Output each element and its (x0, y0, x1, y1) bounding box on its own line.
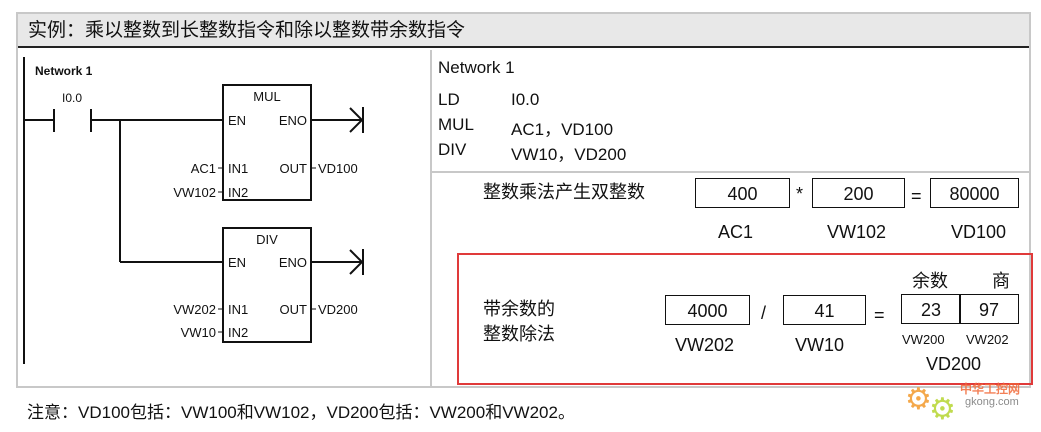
mul-equals: = (911, 186, 922, 206)
div-out-value: VD200 (318, 302, 358, 317)
div-b-address: VW10 (795, 335, 845, 355)
footnote: 注意：VD100包括：VW100和VW102，VD200包括：VW200和VW2… (27, 403, 575, 422)
div-operand-a: 4000 (665, 295, 750, 325)
div-operand-b: 41 (783, 295, 866, 325)
mul-result: 80000 (930, 178, 1019, 208)
div-quotient: 97 (959, 294, 1019, 324)
stl-args: I0.0 (511, 90, 540, 109)
div-in1: IN1 (228, 302, 248, 317)
gear-icon: ⚙ (905, 383, 932, 416)
title-bar: 实例：乘以整数到长整数指令和除以整数带余数指令 (18, 14, 1029, 48)
mul-example-label: 整数乘法产生双整数 (483, 182, 645, 202)
stl-op: MUL (438, 115, 474, 134)
mul-en: EN (228, 113, 246, 128)
div-name: DIV (256, 232, 278, 247)
ladder-diagram: Network 1 I0.0 MUL EN ENO IN1 IN2 OUT AC… (23, 57, 364, 364)
mul-in2: IN2 (228, 185, 248, 200)
stl-op: LD (438, 90, 460, 109)
vertical-divider (430, 50, 432, 386)
contact-no (24, 109, 223, 132)
mul-eno: ENO (279, 113, 307, 128)
div-out: OUT (280, 302, 308, 317)
div-box (218, 227, 364, 343)
div-eno: ENO (279, 255, 307, 270)
mul-in2-value: VW102 (173, 185, 216, 200)
ladder-network-label: Network 1 (35, 64, 93, 78)
div-operator: / (761, 303, 767, 323)
stl-network-label: Network 1 (438, 58, 515, 77)
mul-name: MUL (253, 89, 280, 104)
div-in2: IN2 (228, 325, 248, 340)
quotient-address: VW202 (966, 332, 1009, 347)
mul-operand-a: 400 (695, 178, 790, 208)
div-label-line2: 整数除法 (483, 324, 555, 344)
div-label-line1: 带余数的 (483, 299, 555, 319)
gear-icon: ⚙ (929, 393, 956, 426)
div-a-address: VW202 (675, 335, 735, 355)
mul-result-address: VD100 (951, 222, 1007, 242)
stl-args: VW10，VD200 (511, 145, 627, 164)
watermark-domain: gkong.com (965, 396, 1019, 408)
div-in1-value: VW202 (173, 302, 216, 317)
div-en: EN (228, 255, 246, 270)
watermark-text: 中华工控网 (960, 382, 1021, 396)
mul-box (218, 84, 364, 201)
horizontal-divider (432, 171, 1029, 173)
stl-args: AC1，VD100 (511, 120, 614, 139)
quotient-label: 商 (992, 271, 1010, 291)
mul-operator: * (796, 184, 804, 204)
stl-op: DIV (438, 140, 467, 159)
remainder-label: 余数 (912, 271, 948, 291)
mul-in1: IN1 (228, 161, 248, 176)
mul-out: OUT (280, 161, 308, 176)
mul-b-address: VW102 (827, 222, 887, 242)
div-result-address: VD200 (926, 354, 982, 374)
div-highlight-box (457, 253, 1033, 385)
mul-out-value: VD100 (318, 161, 358, 176)
example-frame: 实例：乘以整数到长整数指令和除以整数带余数指令 (16, 12, 1031, 388)
div-in2-value: VW10 (181, 325, 216, 340)
mul-operand-b: 200 (812, 178, 905, 208)
div-equals: = (874, 305, 885, 325)
contact-label: I0.0 (62, 91, 82, 105)
div-remainder: 23 (901, 294, 961, 324)
mul-a-address: AC1 (718, 222, 754, 242)
remainder-address: VW200 (902, 332, 945, 347)
watermark-logo: ⚙ ⚙ 中华工控网 gkong.com (905, 378, 1030, 426)
mul-in1-value: AC1 (191, 161, 216, 176)
